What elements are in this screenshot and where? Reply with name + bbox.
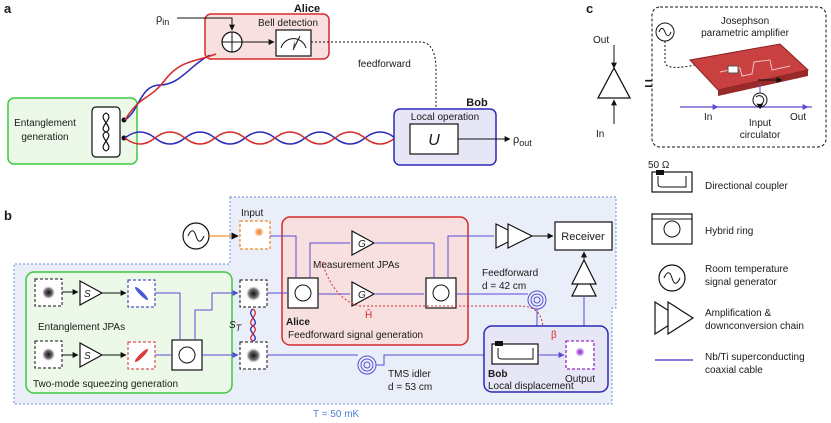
panel-a: a Alice Bell detection i ρin feedforward… [4, 1, 532, 166]
entangled-wave-red [124, 131, 396, 145]
squeeze-label-top: S [84, 289, 91, 300]
meter-i-label: i [293, 40, 296, 50]
receiver-box [554, 221, 613, 251]
amp-out-label: Out [593, 35, 609, 46]
entanglement-generation-label-1: Entanglement [14, 118, 76, 129]
receiver-label: Receiver [561, 231, 605, 243]
bob-label-a: Bob [466, 97, 488, 109]
legend-amp-1: Amplification & [705, 308, 771, 319]
unitary-label: U [428, 132, 440, 149]
panel-c: c Out In = Josephson parametric amplifie… [586, 1, 827, 148]
local-operation-label: Local operation [411, 112, 479, 123]
panel-letter-c: c [586, 1, 593, 16]
bell-detection-label: Bell detection [258, 18, 318, 29]
alice-label-b: Alice [286, 317, 310, 328]
input-state-box [239, 220, 271, 250]
amp-in-label: In [596, 129, 604, 140]
entanglement-generation-label-2: generation [21, 132, 68, 143]
hamiltonian-feedforward-line [321, 261, 546, 347]
feedforward-line-a [311, 41, 439, 121]
legend-ohm-label: 50 Ω [648, 160, 670, 171]
legend-rt-gen-1: Room temperature [705, 264, 789, 275]
tms-idler-label-1: TMS idler [388, 369, 431, 380]
beta-label: β [551, 330, 557, 341]
amplifier-symbol-icon [596, 66, 632, 99]
circulator-label-1: Input [749, 118, 771, 129]
alice-label-a: Alice [294, 3, 320, 15]
directional-coupler-bob [491, 343, 539, 365]
temperature-label: T = 50 mK [313, 409, 360, 420]
jpa-label-1: Josephson [721, 16, 769, 27]
tms-idler-label-2: d = 53 cm [388, 382, 432, 393]
legend-amp-2: downconversion chain [705, 321, 804, 332]
rho-out-label: ρout [513, 134, 532, 148]
unitary-box [409, 123, 459, 155]
feedforward-label-b-2: d = 42 cm [482, 281, 526, 292]
st-label: ST [229, 320, 243, 333]
entangled-wave-blue [124, 131, 396, 145]
measurement-jpas-label: Measurement JPAs [313, 260, 400, 271]
squeezer-bottom [79, 341, 104, 369]
two-mode-squeezing-label: Two-mode squeezing generation [33, 379, 178, 390]
input-label: Input [241, 208, 263, 219]
legend-rt-gen-2: signal generator [705, 277, 777, 288]
alice-box-b [281, 216, 469, 346]
circulator-label-2: circulator [740, 130, 781, 141]
legend-directional-coupler: Directional coupler [705, 181, 788, 192]
output-label: Output [565, 374, 595, 385]
squeeze-label-bottom: S [84, 351, 91, 362]
gain-amplifier-bottom [351, 280, 376, 308]
legend-hybrid-ring: Hybrid ring [705, 226, 753, 237]
entanglement-jpas-label: Entanglement JPAs [38, 322, 125, 333]
squeezer-top [79, 279, 104, 307]
rho-in-label: ρin [156, 13, 169, 27]
feedforward-label-b-1: Feedforward [482, 268, 538, 279]
gain-label-top: G [358, 239, 366, 250]
legend-cable-1: Nb/Ti superconducting [705, 352, 805, 363]
panel-b: b T = 50 mK Input Alice Feedforward sign… [4, 196, 617, 420]
circ-out-label: Out [790, 112, 806, 123]
legend-cable-2: coaxial cable [705, 365, 763, 376]
jpa-label-2: parametric amplifier [701, 28, 789, 39]
meter-icon [275, 29, 312, 57]
circ-in-label: In [704, 112, 712, 123]
bob-label-b: Bob [488, 369, 507, 380]
feedforward-label-a: feedforward [358, 59, 411, 70]
panel-letter-b: b [4, 208, 12, 223]
ff-signal-generation-label: Feedforward signal generation [288, 330, 423, 341]
local-displacement-label: Local displacement [488, 381, 574, 392]
panel-letter-a: a [4, 1, 12, 16]
legend: 50 Ω Directional coupler Hybrid ring Roo… [648, 160, 805, 376]
gain-amplifier-top [351, 229, 376, 257]
gain-label-bottom: G [358, 290, 366, 301]
h-hat-label: Ĥ [365, 308, 372, 321]
